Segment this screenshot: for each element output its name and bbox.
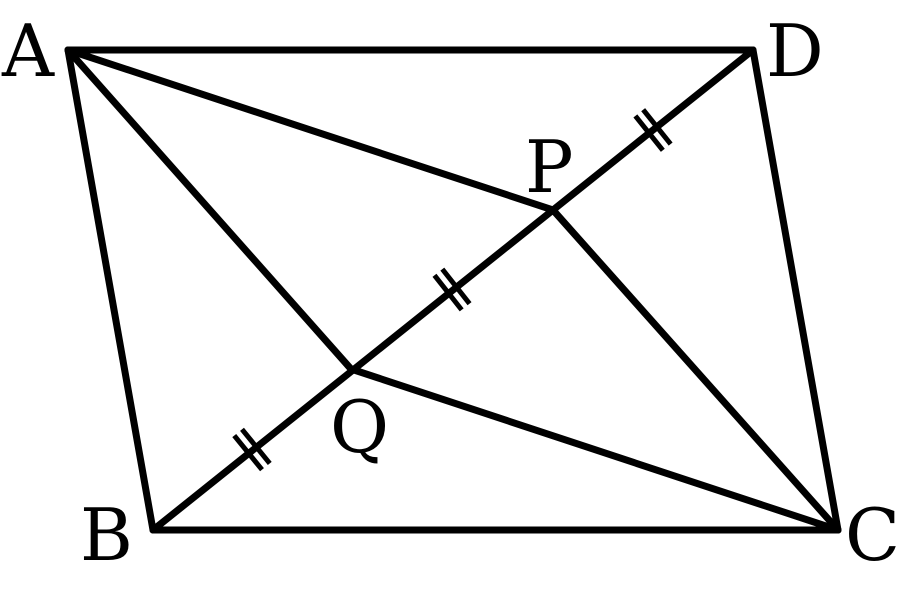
segment-cq [347,365,842,534]
tick-mark-bq-2 [240,427,272,465]
vertex-label-a: A [1,9,55,93]
tick-mark-qp-2 [440,267,472,306]
vertex-label-q: Q [330,385,389,469]
tick-mark-qp-1 [432,273,464,312]
diagram-segments [64,46,842,534]
vertex-label-p: P [525,125,573,209]
equal-length-marks [232,108,673,472]
segment-aq [64,46,355,373]
vertex-label-d: D [766,9,824,93]
segment-bd [149,46,757,534]
segment-dc [749,46,842,534]
vertex-label-c: C [845,493,900,577]
segment-ba [64,46,157,534]
segment-cp [549,206,842,534]
segment-ap [64,46,557,214]
tick-mark-pd-2 [641,108,673,146]
tick-mark-bq-1 [232,434,264,472]
tick-mark-pd-1 [633,114,665,152]
vertex-label-b: B [80,493,133,577]
